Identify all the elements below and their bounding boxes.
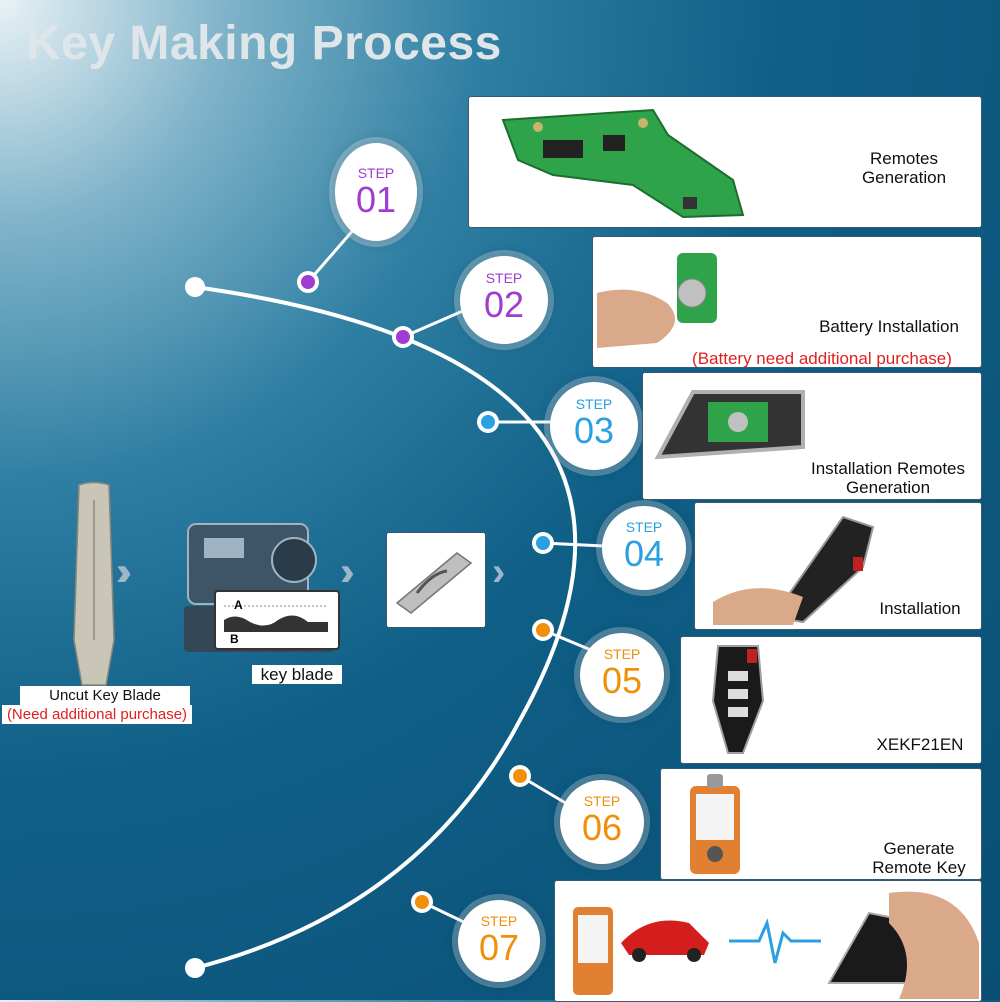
remote-shell-image: [654, 390, 805, 460]
step-03-panel: Installation Remotes Generation: [642, 372, 982, 500]
step-02-panel: Battery Installation (Battery need addit…: [592, 236, 982, 368]
step-05-label: XEKF21EN: [876, 735, 964, 754]
circuit-board-image: [501, 108, 745, 219]
step-04-panel: Installation: [694, 502, 982, 630]
step-04-circle: STEP 04: [602, 506, 686, 590]
step-05-circle: STEP 05: [580, 633, 664, 717]
step-01-panel: Remotes Generation: [468, 96, 982, 228]
step-02-note: (Battery need additional purchase): [692, 349, 952, 368]
machine-label: key blade: [252, 665, 342, 684]
uncut-blade-label: Uncut Key Blade: [20, 686, 190, 705]
xekf21en-remote-image: [711, 645, 765, 754]
step-02-circle: STEP 02: [460, 256, 548, 344]
key-blade-readout: A B: [214, 590, 340, 650]
arrow-chevron-3: ›: [492, 550, 509, 594]
page-title: Key Making Process: [26, 17, 502, 70]
step-06-circle: STEP 06: [560, 780, 644, 864]
step-04-label: Installation: [879, 599, 961, 618]
step-06-label: Generate Remote Key: [872, 839, 966, 877]
tag-a: A: [234, 598, 243, 612]
step-07-circle: STEP 07: [458, 900, 540, 982]
cut-key-image: [395, 552, 473, 614]
hand-remote-image: [713, 515, 875, 625]
step-07-panel: [554, 880, 982, 1002]
uncut-blade-note: (Need additional purchase): [2, 705, 192, 724]
step-03-label: Installation Remotes Generation: [810, 459, 966, 497]
generate-remote-image: [573, 891, 979, 999]
arrow-chevrons-2: ››: [340, 550, 353, 594]
step-03-circle: STEP 03: [550, 382, 638, 470]
uncut-key-blade-image: [73, 481, 115, 686]
blade-profile-graph: [224, 605, 328, 632]
cut-key-panel: [386, 532, 486, 628]
step-01-label: Remotes Generation: [861, 149, 947, 187]
step-02-label: Battery Installation: [819, 317, 959, 336]
tag-b: B: [230, 632, 239, 646]
step-01-circle: STEP 01: [335, 143, 417, 241]
key-tool-device-image: [690, 774, 740, 874]
arrow-chevrons-1: ›››: [116, 550, 132, 594]
step-06-panel: Generate Remote Key: [660, 768, 982, 880]
step-05-panel: XEKF21EN: [680, 636, 982, 764]
battery-hand-image: [597, 253, 717, 348]
step-dots: [297, 271, 554, 913]
